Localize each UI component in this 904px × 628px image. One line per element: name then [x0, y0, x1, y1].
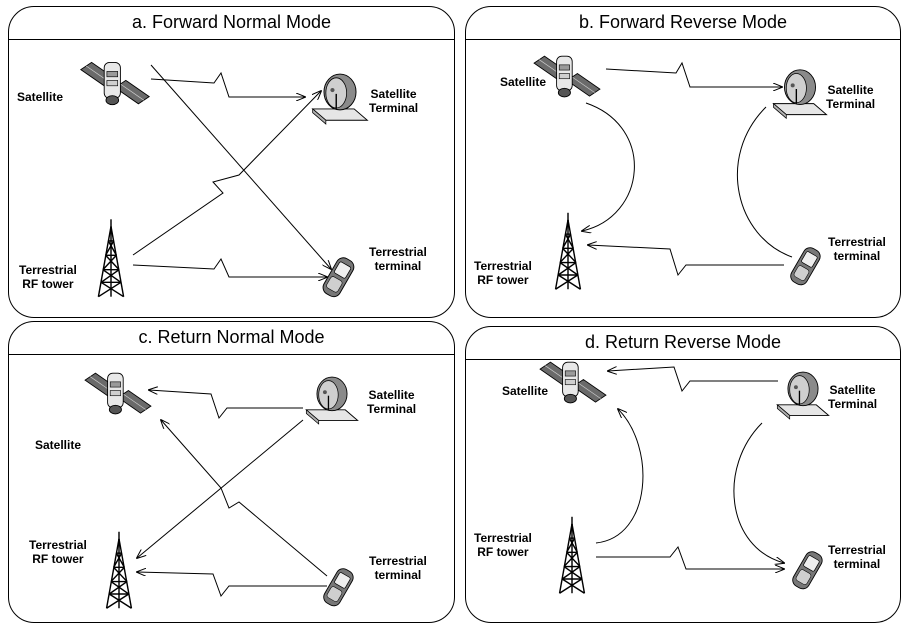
label-terrestrial-terminal: Terrestrial terminal: [828, 235, 886, 263]
panel-forward-reverse: b. Forward Reverse Mode Satellite Satell…: [465, 6, 901, 318]
label-terrestrial-rf-tower: Terrestrial RF tower: [29, 538, 87, 566]
satellite-dish-terminal-icon: [772, 369, 834, 423]
label-terrestrial-terminal: Terrestrial terminal: [369, 554, 427, 582]
panel-title: a. Forward Normal Mode: [9, 7, 454, 40]
panel-forward-normal: a. Forward Normal Mode Satellite Satelli…: [8, 6, 455, 318]
arrow-terr-terminal-to-tower: [588, 245, 784, 277]
arrow-sat-terminal-to-tower: [137, 419, 304, 558]
arrow-tower-to-terr-terminal: [596, 545, 784, 569]
arrow-sat-terminal-to-satellite: [608, 367, 778, 393]
rf-tower-icon: [101, 530, 137, 610]
satellite-dish-terminal-icon: [301, 374, 363, 428]
link-arrows: [595, 327, 901, 623]
mobile-phone-icon: [788, 549, 826, 593]
panel-title: b. Forward Reverse Mode: [466, 7, 900, 40]
label-satellite: Satellite: [35, 438, 82, 452]
label-terrestrial-rf-tower: Terrestrial RF tower: [474, 531, 532, 559]
label-terrestrial-rf-tower: Terrestrial RF tower: [474, 259, 532, 287]
link-arrows: [132, 64, 455, 318]
mobile-phone-icon: [319, 255, 357, 301]
label-terrestrial-terminal: Terrestrial terminal: [369, 245, 427, 273]
satellite-icon: [79, 57, 151, 111]
link-arrows: [466, 61, 793, 277]
label-satellite-terminal: Satellite Terminal: [367, 388, 417, 416]
arrow-satellite-to-terr-terminal: [150, 64, 331, 269]
label-satellite-terminal: Satellite Terminal: [369, 87, 419, 115]
label-satellite-terminal: Satellite Terminal: [828, 383, 878, 411]
satellite-dish-terminal-icon: [768, 67, 832, 122]
arrow-sat-terminal-to-satellite: [149, 390, 303, 420]
label-terrestrial-rf-tower: Terrestrial RF tower: [19, 263, 77, 291]
label-terrestrial-terminal: Terrestrial terminal: [828, 543, 886, 571]
link-arrows: [9, 322, 328, 598]
label-satellite-terminal: Satellite Terminal: [826, 83, 876, 111]
arc-tower-to-satellite: [595, 409, 644, 544]
arrow-satellite-to-sat-terminal: [150, 71, 305, 97]
satellite-icon: [538, 357, 608, 409]
arrow-tower-to-terr-terminal: [132, 257, 327, 277]
satellite-dish-terminal-icon: [307, 71, 373, 128]
panel-return-normal: c. Return Normal Mode Satellite Satellit…: [8, 321, 455, 623]
satellite-icon: [83, 368, 153, 420]
arrow-terr-terminal-to-tower: [137, 572, 327, 598]
label-satellite: Satellite: [502, 384, 549, 398]
label-satellite: Satellite: [17, 90, 64, 104]
arrow-tower-to-sat-terminal: [132, 91, 321, 256]
panel-return-reverse: d. Return Reverse Mode Satellite Satelli…: [465, 326, 901, 623]
rf-tower-icon: [554, 515, 590, 595]
mobile-phone-icon: [786, 245, 824, 289]
arc-satellite-to-tower: [582, 102, 635, 231]
panel-title: d. Return Reverse Mode: [466, 327, 900, 360]
arc-sat-terminal-to-terr-terminal: [733, 422, 784, 563]
arrow-terr-terminal-to-satellite: [161, 420, 328, 577]
arrow-satellite-to-sat-terminal: [605, 61, 782, 87]
rf-tower-icon: [550, 211, 586, 291]
label-satellite: Satellite: [500, 75, 547, 89]
rf-tower-icon: [93, 217, 129, 299]
panel-title: c. Return Normal Mode: [9, 322, 454, 355]
arc-sat-terminal-to-terr-terminal: [736, 106, 793, 258]
mobile-phone-icon: [319, 566, 357, 610]
